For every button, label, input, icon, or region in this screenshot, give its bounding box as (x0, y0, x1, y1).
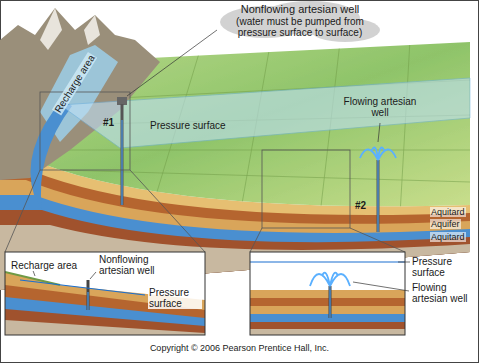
leader-line (378, 123, 380, 142)
well-1 (121, 120, 122, 205)
inset-flowing (398, 262, 410, 263)
inset-nonflowing (5, 252, 205, 335)
inset-flowing (250, 314, 405, 322)
zoom-box (350, 228, 405, 252)
inset-nonflowing (90, 272, 96, 279)
inset-nonflowing (5, 252, 205, 335)
inset-nonflowing (5, 272, 60, 285)
inset-flowing (250, 306, 405, 314)
inset-nonflowing (87, 292, 88, 310)
inset-flowing (250, 329, 405, 335)
inset-nonflowing (5, 285, 205, 335)
inset-nonflowing (87, 280, 90, 310)
field-surface (30, 40, 470, 215)
inset-nonflowing (5, 272, 205, 335)
inset-nonflowing (5, 272, 205, 335)
callout-label: Flowing artesian well (340, 96, 420, 118)
inset-flowing (310, 273, 350, 286)
mountain (31, 100, 73, 210)
callout-label: Nonflowing artesian well (220, 3, 380, 15)
inset-label: Recharge area (10, 260, 78, 271)
mountain (0, 8, 160, 180)
copyright-caption: Copyright © 2006 Pearson Prentice Hall, … (0, 343, 479, 353)
leader-line (127, 30, 380, 142)
zoom-box (262, 150, 350, 228)
callout-number-box: #1 (103, 117, 121, 128)
inset-flowing (250, 290, 405, 298)
callout-number: #2 (355, 200, 375, 211)
zoom-box (40, 92, 130, 170)
inset-label: Nonflowing artesian well (98, 254, 164, 276)
layer-label-box: Aquitard (430, 226, 472, 244)
callout-note-box: (water must be pumped from pressure surf… (220, 16, 380, 38)
inset-flowing (250, 262, 405, 335)
callout-label-box: Nonflowing artesian well (220, 3, 380, 15)
zoom-box (5, 92, 405, 252)
inset-nonflowing (5, 320, 205, 335)
inset-flowing (250, 261, 405, 262)
well-2 (360, 148, 396, 160)
zoom-box (250, 228, 262, 252)
inset-label-box: Nonflowing artesian well (98, 254, 164, 278)
inset-flowing (250, 322, 405, 329)
inset-flowing (329, 286, 330, 318)
mountain (40, 8, 62, 50)
inset-flowing (353, 282, 409, 291)
callout-number-box: #2 (355, 200, 375, 211)
inset-label-box: Pressure surface (148, 287, 202, 311)
inset-label-box: Flowing artesian well (412, 282, 476, 304)
well-2 (377, 160, 380, 232)
inset-flowing (250, 252, 410, 335)
inset-flowing (250, 252, 405, 335)
well-1 (117, 97, 127, 205)
zoom-box (130, 170, 205, 252)
inset-label-box: Recharge area (10, 255, 90, 273)
inset-flowing (250, 298, 405, 306)
inset-label: Pressure surface (148, 287, 202, 309)
well-1 (121, 104, 124, 205)
inset-label: Flowing artesian well (412, 282, 476, 304)
callout-label-box: Flowing artesian well (340, 96, 420, 118)
well-2 (377, 160, 378, 232)
layer-label-box: Aquitard (430, 201, 472, 219)
surface-label: Pressure surface (150, 120, 240, 131)
surface-label-box: Pressure surface (150, 120, 240, 131)
callout-number: #1 (103, 117, 121, 128)
callout-note: (water must be pumped from pressure surf… (220, 16, 380, 38)
field-surface (400, 40, 410, 215)
inset-flowing (329, 286, 332, 318)
inset-flowing (250, 252, 405, 335)
inset-nonflowing (5, 252, 205, 335)
inset-label-box: Pressure surface (412, 256, 476, 278)
well-2 (360, 148, 396, 232)
leader-line (127, 30, 217, 96)
layer-label: Aquitard (430, 232, 466, 242)
layer-label-box: Aquifer (430, 213, 472, 231)
inset-label: Pressure surface (412, 256, 476, 278)
mountain (84, 15, 100, 45)
cloud (220, 1, 380, 42)
layer-label: Aquifer (430, 219, 461, 229)
inset-nonflowing (20, 280, 145, 295)
inset-nonflowing (5, 309, 205, 335)
zoom-box (5, 170, 40, 252)
layer-label: Aquitard (430, 207, 466, 217)
copyright-caption-box: Copyright © 2006 Pearson Prentice Hall, … (0, 343, 479, 353)
well-1 (117, 97, 127, 105)
